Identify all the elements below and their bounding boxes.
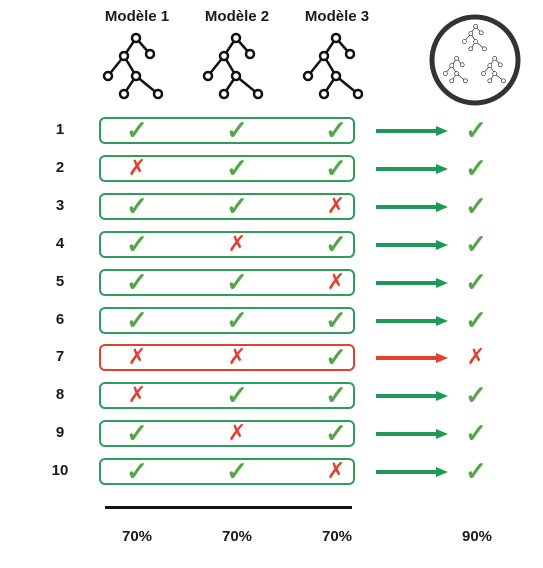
row-number: 1 (55, 121, 65, 138)
check-icon: ✓ (226, 267, 248, 297)
cross-icon: ✗ (227, 421, 247, 446)
check-icon: ✓ (126, 229, 148, 259)
arrow-right-icon (376, 429, 448, 439)
check-icon: ✓ (126, 418, 148, 448)
check-icon: ✓ (126, 456, 148, 486)
decision-tree-icon (302, 32, 364, 100)
table-row (99, 231, 355, 258)
final-check-icon: ✓ (465, 305, 487, 335)
final-cross-icon: ✗ (466, 345, 486, 370)
table-row (99, 193, 355, 220)
row-number: 6 (55, 311, 65, 328)
cross-icon: ✗ (127, 345, 147, 370)
model-2-accuracy: 70% (221, 528, 253, 545)
tree-ensemble-icon (429, 14, 521, 106)
table-row (99, 155, 355, 182)
check-icon: ✓ (126, 115, 148, 145)
decision-tree-icon (202, 32, 264, 100)
arrow-right-icon (376, 278, 448, 288)
table-row (99, 117, 355, 144)
row-number: 4 (55, 235, 65, 252)
model-1-header: Modèle 1 (104, 8, 170, 25)
table-row (99, 344, 355, 371)
table-row (99, 269, 355, 296)
check-icon: ✓ (325, 418, 347, 448)
row-number: 8 (55, 386, 65, 403)
table-row (99, 382, 355, 409)
check-icon: ✓ (325, 342, 347, 372)
table-row (99, 458, 355, 485)
model-2-header: Modèle 2 (204, 8, 270, 25)
table-row (99, 307, 355, 334)
arrow-right-icon (376, 467, 448, 477)
arrow-right-icon (376, 353, 448, 363)
final-check-icon: ✓ (465, 418, 487, 448)
check-icon: ✓ (325, 153, 347, 183)
arrow-right-icon (376, 316, 448, 326)
check-icon: ✓ (126, 267, 148, 297)
check-icon: ✓ (325, 305, 347, 335)
row-number: 3 (55, 197, 65, 214)
check-icon: ✓ (126, 191, 148, 221)
arrow-right-icon (376, 240, 448, 250)
check-icon: ✓ (226, 153, 248, 183)
check-icon: ✓ (226, 305, 248, 335)
model-3-accuracy: 70% (321, 528, 353, 545)
cross-icon: ✗ (227, 232, 247, 257)
arrow-right-icon (376, 126, 448, 136)
check-icon: ✓ (226, 456, 248, 486)
final-check-icon: ✓ (465, 267, 487, 297)
cross-icon: ✗ (326, 459, 346, 484)
check-icon: ✓ (226, 115, 248, 145)
final-check-icon: ✓ (465, 380, 487, 410)
decision-tree-icon (102, 32, 164, 100)
check-icon: ✓ (126, 305, 148, 335)
final-check-icon: ✓ (465, 456, 487, 486)
row-number: 9 (55, 424, 65, 441)
table-row (99, 420, 355, 447)
cross-icon: ✗ (127, 383, 147, 408)
arrow-right-icon (376, 202, 448, 212)
check-icon: ✓ (226, 191, 248, 221)
check-icon: ✓ (325, 229, 347, 259)
check-icon: ✓ (325, 115, 347, 145)
row-number: 5 (55, 273, 65, 290)
summary-divider (105, 506, 352, 509)
cross-icon: ✗ (326, 270, 346, 295)
final-check-icon: ✓ (465, 229, 487, 259)
arrow-right-icon (376, 164, 448, 174)
final-check-icon: ✓ (465, 191, 487, 221)
row-number: 10 (51, 462, 69, 479)
final-check-icon: ✓ (465, 115, 487, 145)
cross-icon: ✗ (227, 345, 247, 370)
final-check-icon: ✓ (465, 153, 487, 183)
check-icon: ✓ (226, 380, 248, 410)
arrow-right-icon (376, 391, 448, 401)
model-1-accuracy: 70% (121, 528, 153, 545)
row-number: 7 (55, 348, 65, 365)
model-3-header: Modèle 3 (304, 8, 370, 25)
ensemble-accuracy: 90% (461, 528, 493, 545)
cross-icon: ✗ (127, 156, 147, 181)
check-icon: ✓ (325, 380, 347, 410)
cross-icon: ✗ (326, 194, 346, 219)
row-number: 2 (55, 159, 65, 176)
